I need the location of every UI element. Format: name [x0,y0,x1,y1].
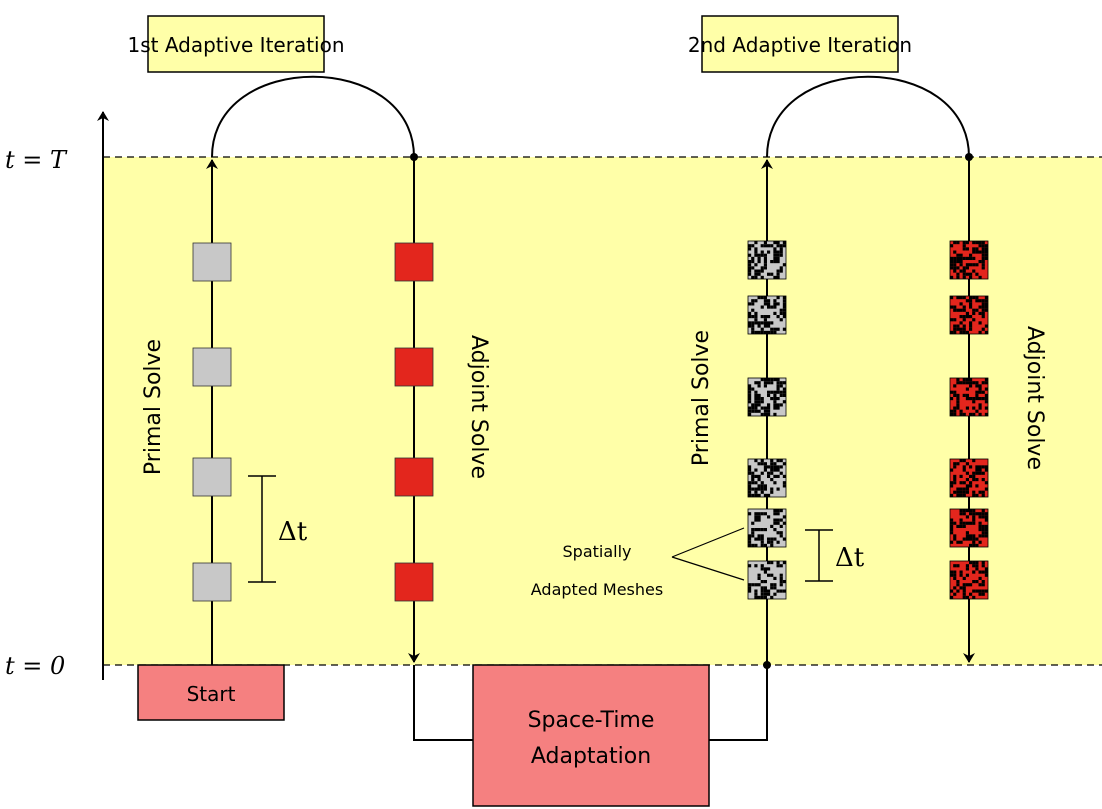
adapted-adjoint-mesh-block [949,458,989,498]
iteration1-title-box: 1st Adaptive Iteration [127,15,345,73]
adaptation-label-line2: Adaptation [531,744,651,769]
adapted-primal-meshes [747,240,787,600]
adjoint-solve-label: Adjoint Solve [466,335,491,479]
iteration1-transfer-arc [211,75,415,158]
timestep-label: Δt [278,517,308,547]
adapted-adjoint-mesh-block [949,295,989,335]
adapted-primal-mesh-block [747,508,787,548]
t-final-label: t = T [5,146,68,174]
primal-blocks [192,242,232,602]
adjoint-timestep-block [394,562,434,602]
primal-solve-label-2: Primal Solve [689,330,714,466]
adapted-adjoint-mesh-block [949,377,989,417]
timestep-bracket [248,475,276,583]
adapted-primal-mesh-block [747,240,787,280]
adaptation-output-dot [763,661,771,669]
timestep-bracket-2 [805,529,833,582]
iteration1-title: 1st Adaptive Iteration [127,33,344,57]
primal-timestep-block [192,347,232,387]
adapted-adjoint-mesh-block [949,240,989,280]
mesh-annotation-line2: Adapted Meshes [531,580,663,599]
adaptation-label-line1: Space-Time [528,708,655,733]
primal-timestep-block [192,562,232,602]
primal-timestep-block [192,242,232,282]
adjoint-timestep-block [394,457,434,497]
mesh-annotation-pointer [671,527,745,581]
start-box: Start [137,664,285,721]
timestep-label-2: Δt [835,543,865,573]
primal-solve-label: Primal Solve [141,339,166,475]
adapted-adjoint-mesh-block [949,560,989,600]
adapted-primal-mesh-block [747,458,787,498]
adapted-primal-mesh-block [747,560,787,600]
adjoint-timestep-block [394,347,434,387]
adjoint-timestep-block [394,242,434,282]
iteration2-title: 2nd Adaptive Iteration [688,33,912,57]
time-domain-band [103,157,1102,665]
t-zero-label: t = 0 [5,652,65,680]
iteration2-title-box: 2nd Adaptive Iteration [688,15,912,73]
mesh-annotation-line1: Spatially [563,542,632,561]
iteration2-transfer-arc [766,75,970,158]
adjoint-blocks [394,242,434,602]
adapted-primal-mesh-block [747,377,787,417]
iteration2-group: Primal Solve Adjoint Solve Δt Spatially … [531,75,1047,665]
adapted-adjoint-mesh-block [949,508,989,548]
primal-timestep-block [192,457,232,497]
adjoint-solve-label-2: Adjoint Solve [1022,326,1047,470]
iteration1-group: Primal Solve Adjoint Solve Δt [141,75,491,665]
start-label: Start [187,682,236,706]
adapted-adjoint-meshes [949,240,989,600]
adapted-primal-mesh-block [747,295,787,335]
space-time-adaptation-box: Space-Time Adaptation [472,664,710,807]
